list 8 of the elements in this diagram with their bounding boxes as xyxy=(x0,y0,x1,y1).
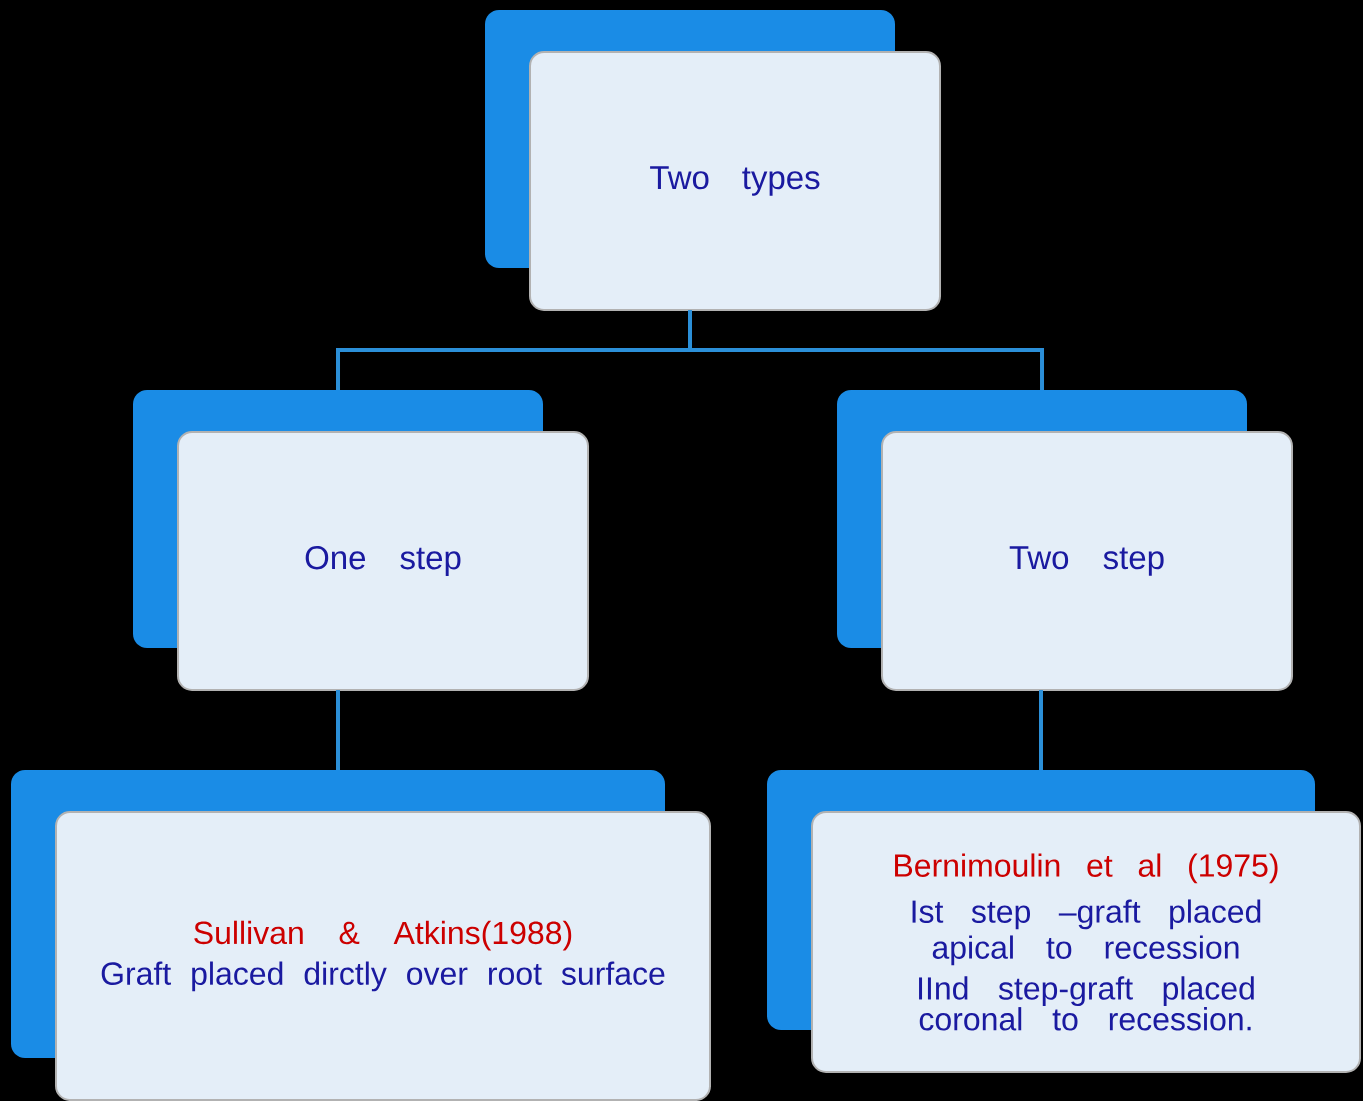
process-box: Sullivan & Atkins(1988) Graft placed dirctly over root surface xyxy=(11,770,711,1101)
process-box: Two types xyxy=(485,10,941,311)
connector-line xyxy=(688,310,1044,390)
connector-line xyxy=(1039,690,1043,770)
process-box: Bernimoulin et al (1975) Ist step –graft placed apical to recession IInd step-graft placed coronal to recession. xyxy=(767,770,1361,1073)
connector-line xyxy=(336,690,340,770)
process-box: Two step xyxy=(837,390,1293,691)
process-box: One step xyxy=(133,390,589,691)
